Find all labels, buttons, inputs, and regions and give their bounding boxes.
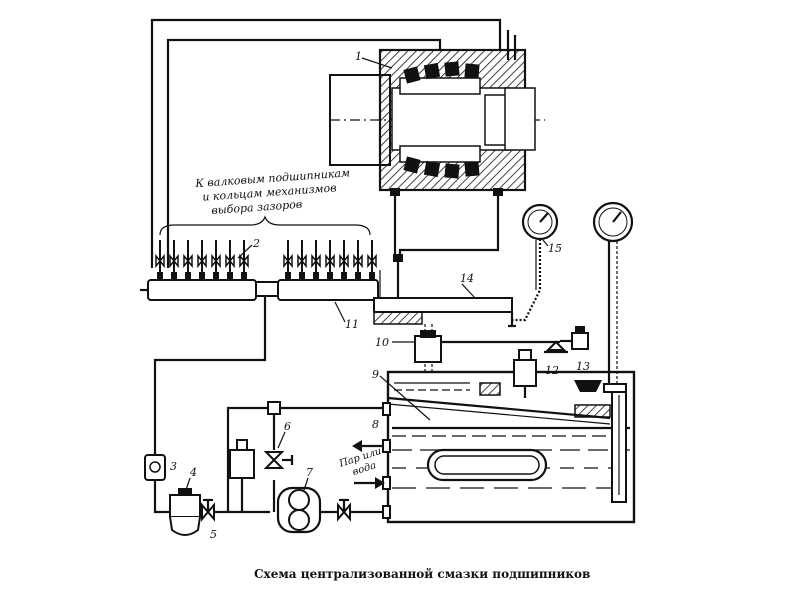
float-chamber-10 [414,324,560,372]
callout-10: 10 [375,336,389,349]
bearing-rollers [403,61,480,179]
callout-2: 2 [252,237,260,250]
tank-funnel [574,380,627,393]
callout-8: 8 [372,418,379,431]
feeder-valve [183,240,193,280]
feeder-valve [311,240,321,280]
roll-bearing-assembly: 1 [329,30,545,196]
callout-15: 15 [548,242,562,255]
feeder-valve [325,240,335,280]
distributor-junction [255,281,279,297]
supply-lines [150,18,502,268]
feeder-valve [169,240,179,280]
callout-11: 11 [345,318,359,331]
callout-3: 3 [170,460,177,473]
callout-13: 13 [576,360,590,373]
callout-14: 14 [460,272,474,285]
feeder-valve [239,240,249,280]
return-trough-14 [373,254,516,328]
callout-9: 9 [372,368,379,381]
distributor-right [277,279,379,301]
lever-fulcrum [544,340,568,354]
valve-5 [201,498,215,522]
callout-12: 12 [545,364,559,377]
annotation: К валковым подшипникам и кольцам механиз… [194,166,351,217]
callout-7: 7 [306,466,313,479]
annotation-bracket [159,215,371,236]
gear-pump-7 [276,486,385,534]
feeder-valve [367,240,377,280]
feeder-valves [155,240,377,280]
feeder-valve [211,240,221,280]
limit-switch-13 [560,326,589,350]
feeder-valve [339,240,349,280]
level-relay-12 [513,349,537,398]
oil-tank [386,370,636,524]
feeder-valve [225,240,235,280]
distributor-left [140,279,257,301]
relief-valve [229,439,255,512]
bypass-line [226,401,385,512]
feeder-valve [155,240,165,280]
filter-3 [144,454,166,481]
figure-caption: Схема централизованной смазки подшипнико… [254,567,590,581]
feeder-valve [283,240,293,280]
strainer-4 [169,488,201,536]
annotation-line-3: выбора зазоров [211,198,303,217]
callout-5: 5 [210,528,217,541]
callout-1: 1 [355,50,362,63]
tank-outlet-valve [337,498,351,522]
steam-label: Пар или вода [337,446,383,478]
tank-nozzles [352,402,391,519]
pressure-gauge-15 [512,203,559,322]
callout-6: 6 [284,420,291,433]
thermometer-gauge [592,201,634,384]
valve-6 [263,451,294,469]
feeder-valve [197,240,207,280]
feeder-valve [297,240,307,280]
main-supply-line [153,296,270,514]
callout-4: 4 [189,466,197,479]
feeder-valve [353,240,363,280]
